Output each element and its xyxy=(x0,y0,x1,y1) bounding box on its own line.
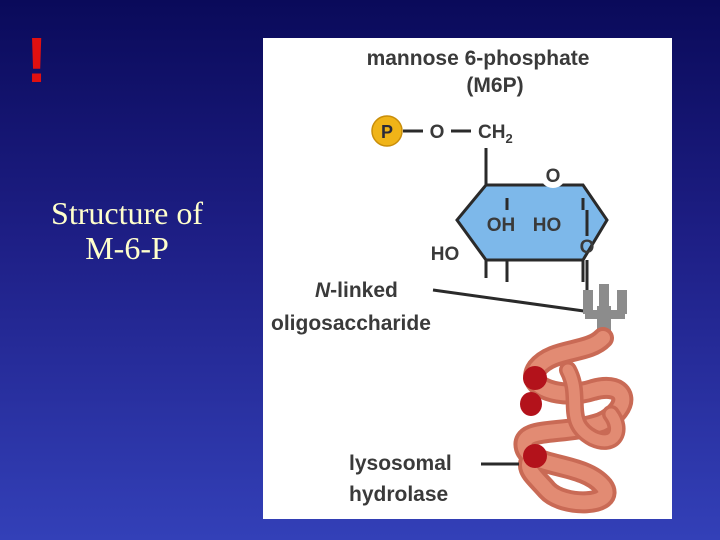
m6p-figure: mannose 6-phosphate (M6P) O OH HO HO O P xyxy=(263,38,672,519)
caption-line-1: Structure of xyxy=(51,195,203,231)
ring-oxygen-gap xyxy=(540,162,566,188)
figure-title-line-2: (M6P) xyxy=(466,74,523,97)
caption-line-2: M-6-P xyxy=(85,229,169,266)
phosphate-icon xyxy=(371,115,403,147)
figure-title-line-1: mannose 6-phosphate xyxy=(367,47,590,70)
phosphate-symbol: P xyxy=(381,122,393,142)
oligosaccharide-pointer xyxy=(432,288,592,314)
hydrolase-label-line-2: hydrolase xyxy=(349,483,448,506)
n-linked-label: N-linked xyxy=(315,279,398,302)
ch2-label: CH2 xyxy=(478,122,513,146)
oh-inside-label: OH xyxy=(487,215,516,236)
m6p-diagram: mannose 6-phosphate (M6P) O OH HO HO O P xyxy=(271,47,634,514)
ho-inside-label: HO xyxy=(533,215,562,236)
glycosidic-oxygen: O xyxy=(580,237,595,258)
slide-caption: Structure of M-6-P xyxy=(22,196,232,265)
ring-oxygen: O xyxy=(546,166,561,187)
exclamation-mark: ! xyxy=(26,24,48,96)
hydrolase-label-line-1: lysosomal xyxy=(349,452,452,475)
ester-oxygen: O xyxy=(430,122,445,143)
lysosomal-hydrolase-icon xyxy=(513,327,634,514)
ho-outside-label: HO xyxy=(431,244,460,265)
oligosaccharide-label: oligosaccharide xyxy=(271,312,431,335)
